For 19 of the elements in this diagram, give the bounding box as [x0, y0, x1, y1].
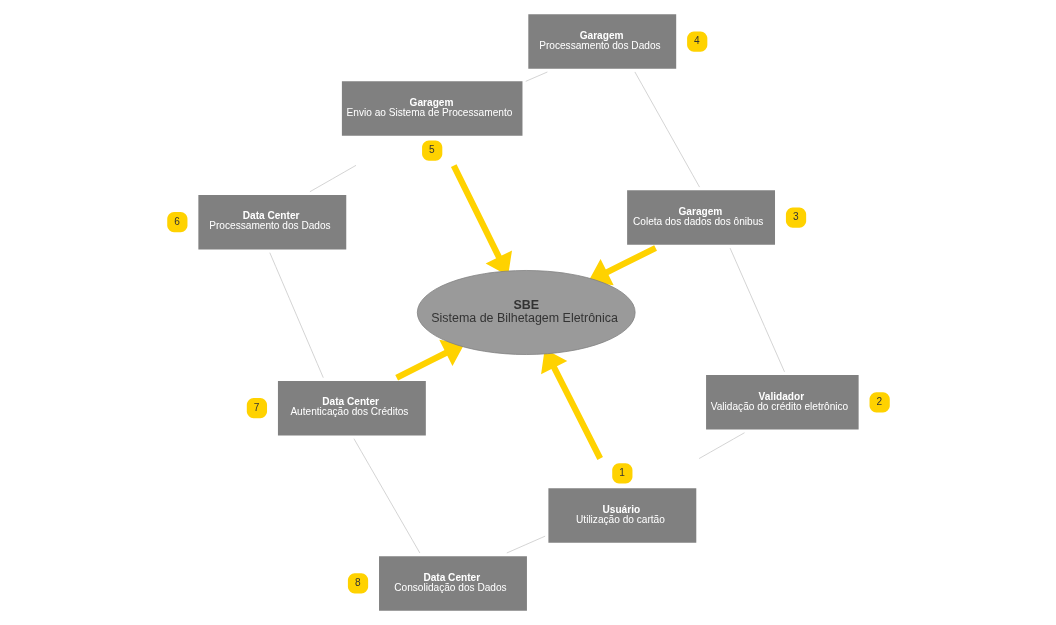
node-label: 7: [253, 401, 259, 413]
connector: [353, 438, 420, 554]
connector: [524, 71, 548, 82]
node-label: 6: [173, 215, 180, 227]
node-label: 8: [354, 577, 361, 589]
connector: [309, 164, 356, 193]
connector: [505, 535, 545, 554]
arrow: [394, 339, 465, 381]
node-label: 2: [876, 395, 882, 407]
connector: [634, 71, 700, 188]
node-ellipse: SBE Sistema de Bilhetagem Eletrônica: [416, 270, 635, 355]
connector: [268, 252, 324, 379]
node-label: 4: [693, 35, 700, 47]
connector: [698, 432, 745, 459]
node-label: 5: [428, 144, 435, 156]
node-label: 3: [792, 211, 799, 223]
node-label: 1: [618, 467, 625, 479]
connector: [729, 247, 785, 373]
arrow: [587, 245, 657, 286]
